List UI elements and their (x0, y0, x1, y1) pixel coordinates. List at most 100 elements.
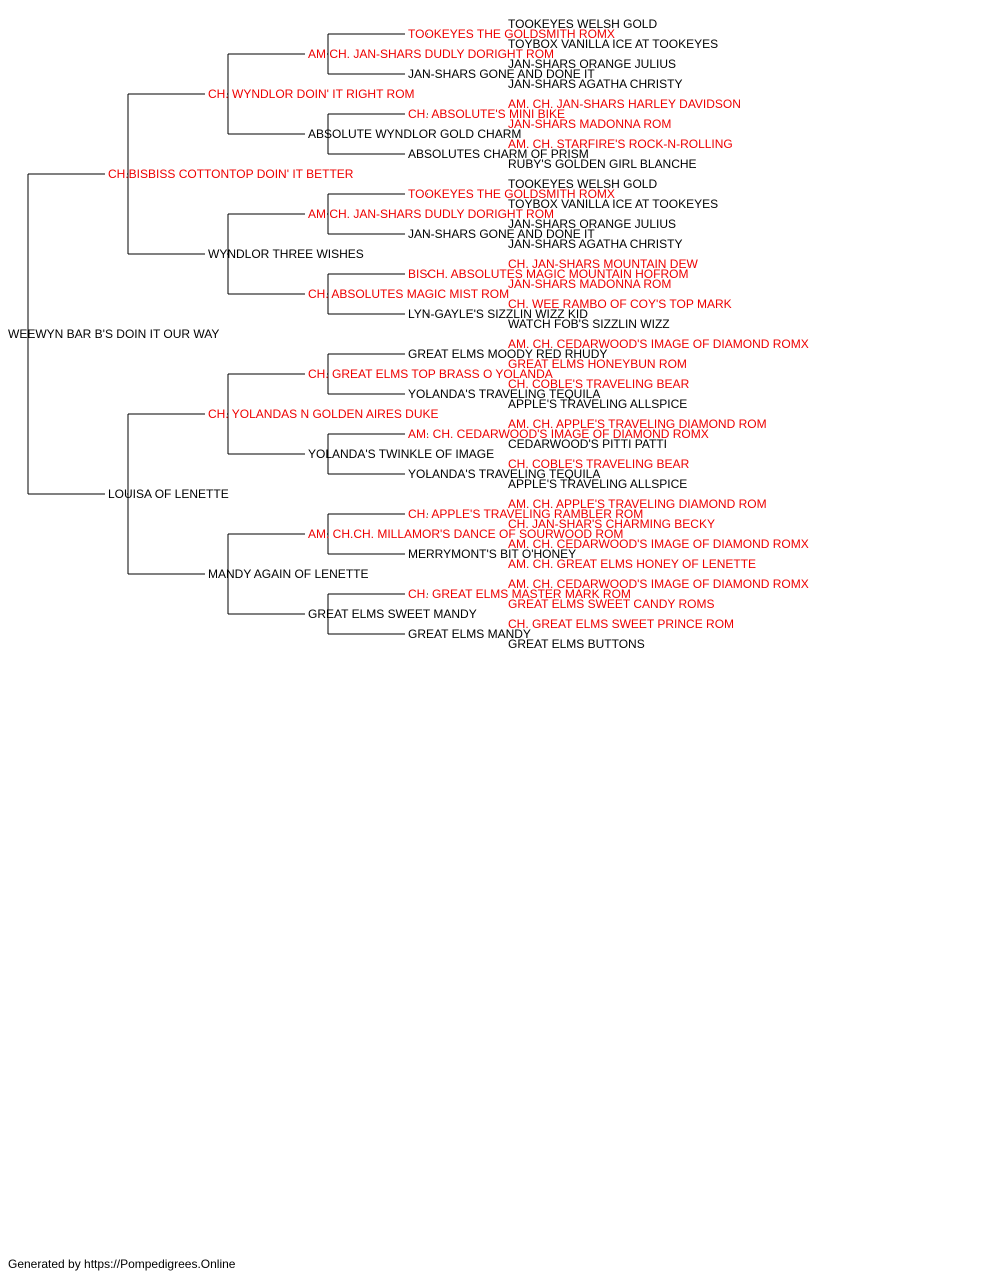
pedigree-name-subject-sire-dam-dam-sire-dam: JAN-SHARS MADONNA ROM (508, 277, 671, 291)
pedigree-name-subject-dam-sire-sire-sire-sire: AM. CH. CEDARWOOD'S IMAGE OF DIAMOND ROM… (508, 337, 809, 351)
pedigree-name-subject-sire-sire-dam-sire-sire: AM. CH. JAN-SHARS HARLEY DAVIDSON (508, 97, 741, 111)
label-gap (405, 586, 427, 602)
pedigree-name-subject-dam-sire: CH. YOLANDAS N GOLDEN AIRES DUKE (208, 407, 439, 421)
label-gap (505, 356, 527, 372)
label-gap (505, 436, 527, 452)
pedigree-name-subject-sire-sire-sire-sire: TOOKEYES THE GOLDSMITH ROMX (408, 27, 615, 41)
label-gap (505, 116, 527, 132)
label-gap (505, 316, 527, 332)
label-gap (405, 346, 427, 362)
label-gap (505, 496, 527, 512)
pedigree-name-subject-dam-sire-dam-dam-sire: CH. COBLE'S TRAVELING BEAR (508, 457, 690, 471)
label-gap (405, 466, 427, 482)
pedigree-name-subject-sire-dam: WYNDLOR THREE WISHES (208, 247, 364, 261)
pedigree-name-subject-sire-sire-sire-sire-dam: TOYBOX VANILLA ICE AT TOOKEYES (508, 37, 718, 51)
label-gap (405, 306, 427, 322)
label-gap (505, 456, 527, 472)
label-gap (505, 476, 527, 492)
label-gap (5, 326, 27, 342)
label-gap (505, 576, 527, 592)
label-gap (305, 366, 327, 382)
pedigree-name-subject-sire-sire-sire-dam: JAN-SHARS GONE AND DONE IT (408, 67, 595, 81)
pedigree-name-subject-dam-dam-sire-dam: MERRYMONT'S BIT O'HONEY (408, 547, 576, 561)
label-gap (505, 236, 527, 252)
label-gap (505, 156, 527, 172)
label-gap (505, 376, 527, 392)
pedigree-name-subject-dam-dam: MANDY AGAIN OF LENETTE (208, 567, 368, 581)
generated-by-footer: Generated by https://Pompedigrees.Online (8, 1257, 236, 1271)
pedigree-name-subject-sire-sire-dam-dam-sire: AM. CH. STARFIRE'S ROCK-N-ROLLING (508, 137, 733, 151)
pedigree-name-subject-dam-dam-dam-dam-dam: GREAT ELMS BUTTONS (508, 637, 645, 651)
label-gap (305, 606, 327, 622)
pedigree-name-subject-sire-sire-dam: ABSOLUTE WYNDLOR GOLD CHARM (308, 127, 521, 141)
pedigree-name-subject-dam-sire-sire-dam-dam: APPLE'S TRAVELING ALLSPICE (508, 397, 687, 411)
label-gap (505, 556, 527, 572)
pedigree-name-subject-dam-sire-dam-sire-dam: CEDARWOOD'S PITTI PATTI (508, 437, 667, 451)
pedigree-name-subject-sire-dam-dam-dam-sire: CH. WEE RAMBO OF COY'S TOP MARK (508, 297, 732, 311)
pedigree-name-subject-sire-dam-sire-dam-sire: JAN-SHARS ORANGE JULIUS (508, 217, 676, 231)
label-gap (305, 46, 327, 62)
label-gap (305, 126, 327, 142)
pedigree-name-subject-sire-sire-dam-dam-dam: RUBY'S GOLDEN GIRL BLANCHE (508, 157, 697, 171)
pedigree-name-subject-sire-sire-dam-sire-dam: JAN-SHARS MADONNA ROM (508, 117, 671, 131)
label-gap (305, 286, 327, 302)
pedigree-name-subject-dam-dam-sire: AM. CH.CH. MILLAMOR'S DANCE OF SOURWOOD … (308, 527, 623, 541)
pedigree-name-subject-dam-dam-sire-sire: CH. APPLE'S TRAVELING RAMBLER ROM (408, 507, 643, 521)
label-gap (405, 546, 427, 562)
pedigree-name-subject-sire-dam-sire-dam-dam: JAN-SHARS AGATHA CHRISTY (508, 237, 682, 251)
pedigree-name-subject-dam-sire-sire: CH. GREAT ELMS TOP BRASS O YOLANDA (308, 367, 553, 381)
pedigree-name-subject-sire-dam-dam-sire-sire: CH. JAN-SHARS MOUNTAIN DEW (508, 257, 698, 271)
pedigree-name-subject-dam-sire-sire-dam: YOLANDA'S TRAVELING TEQUILA (408, 387, 600, 401)
label-gap (205, 566, 227, 582)
pedigree-name-subject-sire-dam-dam: CH. ABSOLUTES MAGIC MIST ROM (308, 287, 509, 301)
pedigree-name-subject-dam-sire-dam: YOLANDA'S TWINKLE OF IMAGE (308, 447, 494, 461)
pedigree-name-subject-dam-sire-dam-sire: AM. CH. CEDARWOOD'S IMAGE OF DIAMOND ROM… (408, 427, 709, 441)
label-gap (505, 36, 527, 52)
label-gap (505, 196, 527, 212)
label-gap (405, 66, 427, 82)
label-gap (505, 596, 527, 612)
pedigree-name-subject: WEEWYN BAR B'S DOIN IT OUR WAY (8, 327, 219, 341)
label-gap (205, 86, 227, 102)
label-gap (105, 486, 127, 502)
pedigree-name-subject-sire-sire-sire-dam-dam: JAN-SHARS AGATHA CHRISTY (508, 77, 682, 91)
label-gap (505, 296, 527, 312)
pedigree-name-subject-dam-dam-sire-sire-sire: AM. CH. APPLE'S TRAVELING DIAMOND ROM (508, 497, 767, 511)
pedigree-name-subject-dam-dam-sire-dam-sire: AM. CH. CEDARWOOD'S IMAGE OF DIAMOND ROM… (508, 537, 809, 551)
label-gap (505, 516, 527, 532)
pedigree-name-subject-sire-sire-sire-sire-sire: TOOKEYES WELSH GOLD (508, 17, 657, 31)
pedigree-name-subject-sire-sire-sire: AM CH. JAN-SHARS DUDLY DORIGHT ROM (308, 47, 554, 61)
label-gap (505, 536, 527, 552)
label-gap (505, 56, 527, 72)
pedigree-name-subject-dam-dam-dam: GREAT ELMS SWEET MANDY (308, 607, 477, 621)
label-gap (305, 526, 327, 542)
label-gap (105, 166, 127, 182)
pedigree-name-subject-dam-dam-dam-dam-sire: CH. GREAT ELMS SWEET PRINCE ROM (508, 617, 734, 631)
label-gap (505, 276, 527, 292)
label-gap (405, 386, 427, 402)
pedigree-name-subject-dam: LOUISA OF LENETTE (108, 487, 229, 501)
pedigree-name-subject-dam-dam-sire-dam-dam: AM. CH. GREAT ELMS HONEY OF LENETTE (508, 557, 756, 571)
label-gap (505, 636, 527, 652)
label-gap (505, 76, 527, 92)
pedigree-name-subject-sire-sire-dam-dam: ABSOLUTES CHARM OF PRISM (408, 147, 589, 161)
label-gap (405, 266, 427, 282)
pedigree-name-subject-sire: CH.BISBISS COTTONTOP DOIN' IT BETTER (108, 167, 354, 181)
pedigree-name-subject-dam-dam-dam-sire: CH. GREAT ELMS MASTER MARK ROM (408, 587, 631, 601)
pedigree-name-subject-sire-dam-sire-sire-sire: TOOKEYES WELSH GOLD (508, 177, 657, 191)
label-gap (505, 336, 527, 352)
label-gap (405, 506, 427, 522)
label-gap (405, 186, 427, 202)
label-gap (505, 616, 527, 632)
pedigree-name-subject-sire-dam-sire: AM CH. JAN-SHARS DUDLY DORIGHT ROM (308, 207, 554, 221)
pedigree-name-subject-sire-sire-sire-dam-sire: JAN-SHARS ORANGE JULIUS (508, 57, 676, 71)
pedigree-name-subject-dam-sire-sire-dam-sire: CH. COBLE'S TRAVELING BEAR (508, 377, 690, 391)
label-gap (405, 226, 427, 242)
pedigree-name-subject-sire-dam-dam-dam-dam: WATCH FOB'S SIZZLIN WIZZ (508, 317, 670, 331)
label-gap (305, 206, 327, 222)
label-gap (405, 106, 427, 122)
label-gap (205, 406, 227, 422)
pedigree-name-subject-dam-sire-dam-sire-sire: AM. CH. APPLE'S TRAVELING DIAMOND ROM (508, 417, 767, 431)
label-gap (505, 396, 527, 412)
pedigree-name-subject-dam-dam-dam-dam: GREAT ELMS MANDY (408, 627, 531, 641)
